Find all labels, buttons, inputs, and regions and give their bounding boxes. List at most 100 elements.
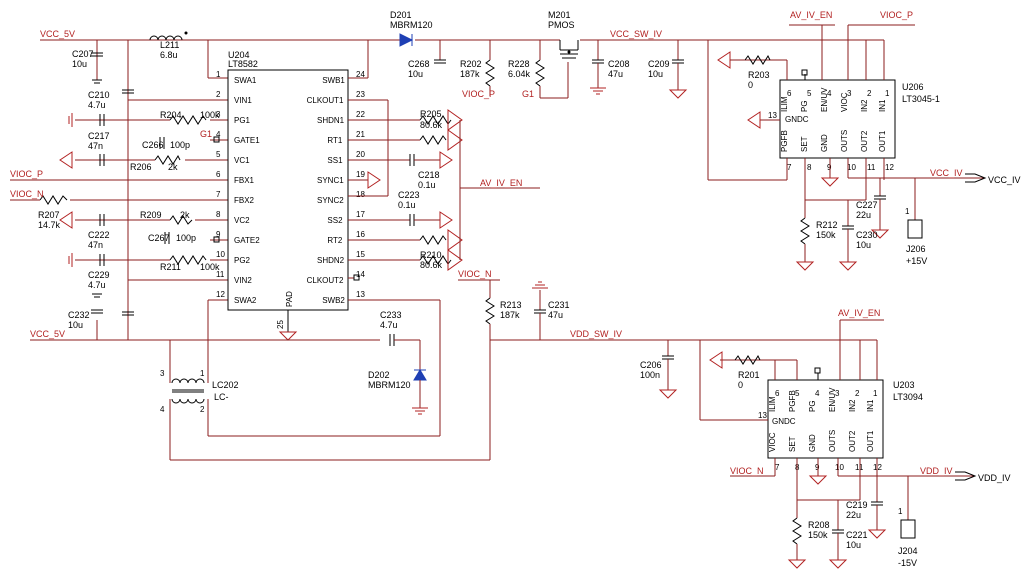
r210-val: 80.6k xyxy=(420,260,443,270)
j206-pin: 1 xyxy=(905,207,910,216)
c227-val: 22u xyxy=(856,210,871,220)
r204-val: 100k xyxy=(200,110,220,120)
u204-pin-24-name: SWB1 xyxy=(322,76,345,85)
u203-pin13: 13 xyxy=(758,411,767,420)
c232-val: 10u xyxy=(68,320,83,330)
r209-ref: R209 xyxy=(140,210,162,220)
u204-pin-8-num: 8 xyxy=(216,210,221,219)
c207-ref: C207 xyxy=(72,49,94,59)
u204-pin-24-num: 24 xyxy=(356,70,365,79)
c221-val: 10u xyxy=(846,540,861,550)
lc202-pin2: 2 xyxy=(200,405,205,414)
u204-pin-14-num: 14 xyxy=(356,270,365,279)
r205-symbol xyxy=(419,115,452,125)
c208-ref: C208 xyxy=(608,59,630,69)
u203-top-3-num: 3 xyxy=(835,389,840,398)
u206-bot-9-name: GND xyxy=(820,134,829,152)
r207-symbol xyxy=(39,195,68,205)
r212-val: 150k xyxy=(816,230,836,240)
u206-bot-7-name: PGFB xyxy=(780,130,789,152)
u206-top-5-num: 5 xyxy=(807,89,812,98)
j206-ref: J206 xyxy=(906,244,926,254)
r207-val: 14.7k xyxy=(38,220,61,230)
c233-val: 4.7u xyxy=(380,320,398,330)
u204-pin-15-name: SHDN2 xyxy=(317,256,345,265)
lc202-bot-coil xyxy=(171,398,205,404)
c230-val: 10u xyxy=(856,240,871,250)
u204-pin-8-name: VC2 xyxy=(234,216,250,225)
net-av-iv-en-mid: AV_IV_EN xyxy=(480,178,522,188)
net-vdd-iv-b: VDD_IV xyxy=(978,473,1011,483)
lc202-pin1: 1 xyxy=(200,369,205,378)
rt2-res xyxy=(419,235,447,245)
u203-bot-7-name: VIOC xyxy=(768,432,777,452)
u203-bot-8-name: SET xyxy=(788,436,797,452)
net-vcc-sw-iv: VCC_SW_IV xyxy=(610,29,662,39)
r206-val: 2k xyxy=(168,162,178,172)
u206-top-2-num: 2 xyxy=(867,89,872,98)
lc202-ref: LC202 xyxy=(212,380,239,390)
rt1-res xyxy=(419,135,447,145)
j206-val: +15V xyxy=(906,256,927,266)
u203-top-4-name: PG xyxy=(808,400,817,412)
c219-ref: C219 xyxy=(846,500,868,510)
u203-top-6-name: ILIM xyxy=(768,396,777,412)
u204-pin-19-name: SYNC1 xyxy=(317,176,344,185)
vcc-iv-port xyxy=(965,173,987,183)
c208-val: 47u xyxy=(608,69,623,79)
u204-pin-18-num: 18 xyxy=(356,190,365,199)
u204-pin-11-num: 11 xyxy=(216,270,225,279)
c232-ref: C232 xyxy=(68,310,90,320)
r209-val: 2k xyxy=(180,210,190,220)
c229-val: 4.7u xyxy=(88,280,106,290)
d201-ref: D201 xyxy=(390,10,412,20)
u204-pin-20-name: SS1 xyxy=(327,156,343,165)
c222-val: 47n xyxy=(88,240,103,250)
m201-ref: M201 xyxy=(548,10,571,20)
u203-ref: U203 xyxy=(893,380,915,390)
u206-top-4-num: 4 xyxy=(827,89,832,98)
u204-pin-13-num: 13 xyxy=(356,290,365,299)
u206-top-6-num: 6 xyxy=(787,89,792,98)
u204-pin-1-num: 1 xyxy=(216,70,221,79)
u204-pin-21-name: RT1 xyxy=(327,136,343,145)
u204-pad-name: PAD xyxy=(285,291,294,307)
u206-bot-12-num: 12 xyxy=(885,163,894,172)
u203-bot-10-num: 10 xyxy=(835,463,844,472)
r208-val: 150k xyxy=(808,530,828,540)
c209-val: 10u xyxy=(648,69,663,79)
r211-symbol xyxy=(169,255,207,265)
c266-val: 100p xyxy=(170,140,190,150)
r210-ref: R210 xyxy=(420,250,442,260)
u203-bot-11-num: 11 xyxy=(855,463,864,472)
c218-ref: C218 xyxy=(418,170,440,180)
c206-val: 100n xyxy=(640,370,660,380)
u206-top-5-name: PG xyxy=(800,100,809,112)
u204-pin-9-name: GATE2 xyxy=(234,236,260,245)
r213-val: 187k xyxy=(500,310,520,320)
r201-val: 0 xyxy=(738,380,743,390)
c233-ref: C233 xyxy=(380,310,402,320)
u203-bot-12-name: OUT1 xyxy=(866,430,875,452)
c227-ref: C227 xyxy=(856,200,878,210)
u206-bot-10-name: OUTS xyxy=(840,130,849,152)
net-vioc-p-mid: VIOC_P xyxy=(462,89,495,99)
u204-pin-22-name: SHDN1 xyxy=(317,116,345,125)
c217-val: 47n xyxy=(88,141,103,151)
r204-ref: R204 xyxy=(160,110,182,120)
c267-ref: C267 xyxy=(148,233,170,243)
u204-pin-9-num: 9 xyxy=(216,230,221,239)
c209-ref: C209 xyxy=(648,59,670,69)
j204-connector xyxy=(900,519,916,539)
r210-symbol xyxy=(419,255,452,265)
c210-val: 4.7u xyxy=(88,100,106,110)
u203-top-5-name: PGFB xyxy=(788,390,797,412)
net-vcc-iv-b: VCC_IV xyxy=(988,175,1021,185)
net-vioc-n-mid: VIOC_N xyxy=(458,269,492,279)
j204-ref: J204 xyxy=(898,546,918,556)
u206-ref: U206 xyxy=(902,82,924,92)
c229-ref: C229 xyxy=(88,270,110,280)
